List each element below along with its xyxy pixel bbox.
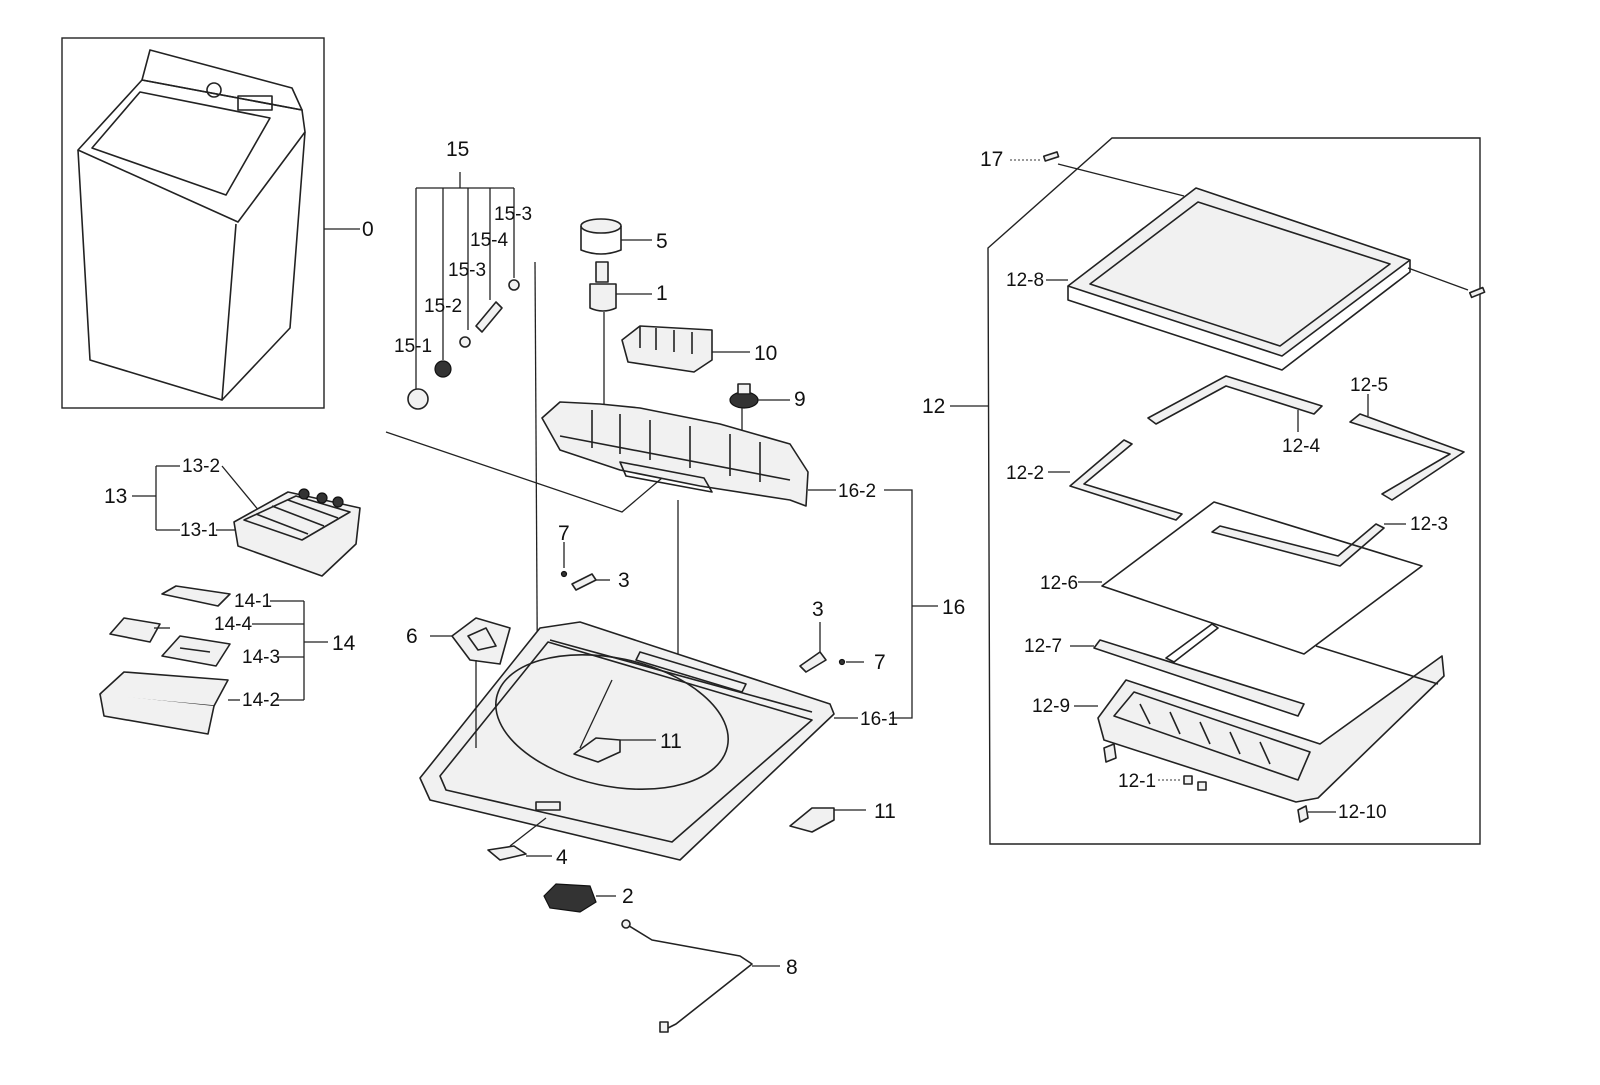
hinge-parts [407,279,520,410]
label-part-15-3-upper: 15-3 [494,204,532,225]
part-12-10-cap [1297,805,1336,823]
part-14-4-cup [109,617,170,643]
part-11-lock-lower [789,807,866,833]
part-16-bracket [834,489,938,719]
part-12-1-caps [1103,743,1207,791]
label-part-14-4: 14-4 [214,614,252,635]
part-10-switch-block [621,325,750,373]
part-1-knob [589,261,652,410]
label-part-12-8: 12-8 [1006,270,1044,291]
washer-illustration [77,49,306,401]
label-part-13: 13 [104,485,127,508]
part-13-bracket [132,465,261,531]
part-4-latch [487,801,561,861]
part-12-3-rail [1211,523,1406,567]
label-part-16-2: 16-2 [838,481,876,502]
part-12-7-handle [1070,639,1305,717]
label-part-8: 8 [786,956,798,979]
part-17-pins [1010,151,1486,299]
label-part-12-3: 12-3 [1410,514,1448,535]
part-2-lid-switch [543,883,616,913]
label-part-12: 12 [922,395,945,418]
parts-7-3-left [560,542,610,591]
label-part-12-2: 12-2 [1006,463,1044,484]
label-part-14-1: 14-1 [234,591,272,612]
label-part-6: 6 [406,625,418,648]
label-part-14-2: 14-2 [242,690,280,711]
part-6-softener-cup [430,617,511,748]
label-part-12-10: 12-10 [1338,802,1387,823]
label-part-12-6: 12-6 [1040,573,1078,594]
label-part-17: 17 [980,148,1003,171]
label-part-7-right: 7 [874,651,886,674]
label-part-15-3-lower: 15-3 [448,260,486,281]
part-15-bracket [415,172,515,398]
label-part-5: 5 [656,230,668,253]
part-14-1-cover [161,585,231,607]
label-part-13-1: 13-1 [180,520,218,541]
panel-leader-line [385,431,663,513]
label-part-16: 16 [942,596,965,619]
label-part-3-left: 3 [618,569,630,592]
label-part-3-right: 3 [812,598,824,621]
part-16-1-top-cover [419,621,835,861]
part-12-8-lid-frame [1046,187,1411,371]
label-part-14-3: 14-3 [242,647,280,668]
label-part-12-5: 12-5 [1350,375,1388,396]
part-14-3-cup [161,635,231,667]
label-part-11-lower: 11 [874,800,896,823]
part-12-5-rail [1349,394,1465,501]
part-14-bracket [252,600,328,701]
part-11-lock-upper [573,679,656,763]
label-part-12-7: 12-7 [1024,636,1062,657]
label-part-13-2: 13-2 [182,456,220,477]
label-part-12-4: 12-4 [1282,436,1320,457]
label-part-11-upper: 11 [660,730,682,753]
label-part-10: 10 [754,342,777,365]
label-part-2: 2 [622,885,634,908]
part-14-2-drawer [99,671,240,735]
part-12-4-rail [1147,375,1323,432]
part-12-9-lid-bottom [1074,623,1445,803]
part-12-2-rail [1048,439,1183,521]
label-part-12-9: 12-9 [1032,696,1070,717]
washer-overview-box [61,37,360,409]
label-part-16-1: 16-1 [860,709,898,730]
part-12-frame [950,137,1481,845]
label-part-15-2: 15-2 [424,296,462,317]
label-part-9: 9 [794,388,806,411]
part-13-detergent-housing [233,488,361,577]
part-16-2-control-frame [541,401,836,507]
label-part-4: 4 [556,846,568,869]
label-part-15-4: 15-4 [470,230,508,251]
part-5-cap [580,218,652,255]
label-part-15-1: 15-1 [394,336,432,357]
label-part-7-left: 7 [558,522,570,545]
label-part-0: 0 [362,218,374,241]
label-part-14: 14 [332,632,356,655]
label-part-12-1: 12-1 [1118,771,1156,792]
part-8-wire-harness [621,919,780,1033]
label-part-15: 15 [446,138,469,161]
parts-3-7-right [799,622,864,673]
part-12-6-glass [1078,501,1423,655]
label-part-1: 1 [656,282,668,305]
